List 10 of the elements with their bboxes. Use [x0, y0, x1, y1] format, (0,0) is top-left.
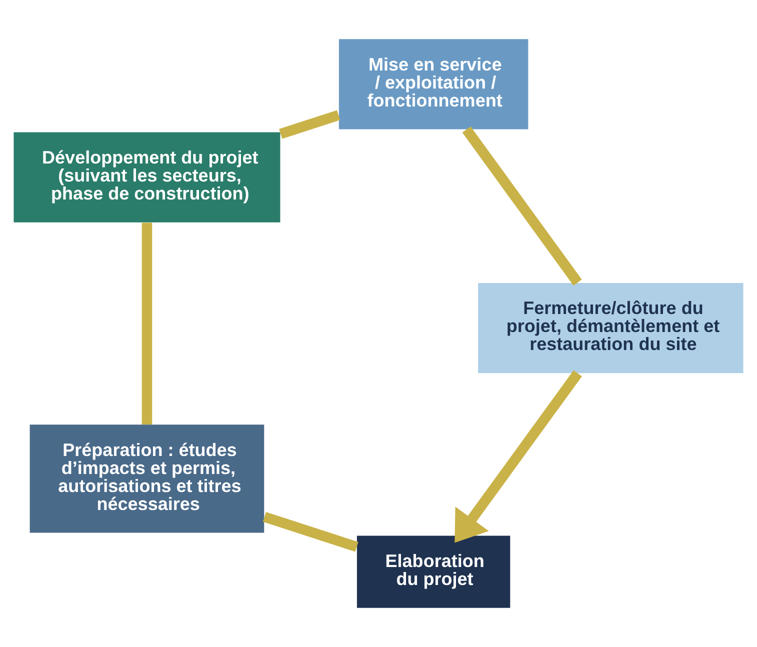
node-box: Elaboration du projet — [356, 536, 510, 608]
node-box: Préparation : études d’impacts et permis, autorisations et titres nécessaires — [30, 424, 264, 533]
connector — [462, 126, 582, 286]
connector — [142, 222, 152, 424]
arrow — [454, 370, 582, 543]
node-box: Mise en service / exploitation / fonctionnement — [338, 39, 528, 130]
connector — [262, 512, 358, 552]
node-box: Développement du projet (suivant les secteurs, phase de construction) — [14, 132, 280, 222]
connector — [279, 110, 340, 139]
node-box: Fermeture/clôture du projet, démantèlement et restauration du site — [478, 282, 744, 374]
